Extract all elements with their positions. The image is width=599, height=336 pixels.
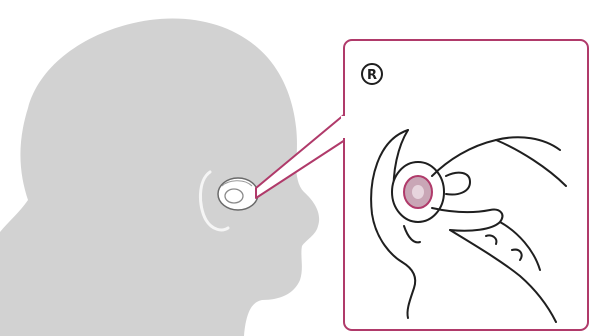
right-side-marker: R — [362, 64, 382, 84]
r-marker-text: R — [367, 68, 377, 83]
callout-box — [344, 40, 588, 330]
earbud-small-icon — [218, 178, 258, 210]
